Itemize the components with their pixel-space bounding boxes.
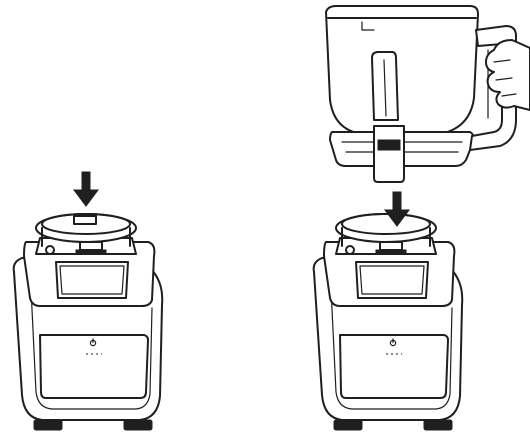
right-foot-2 <box>423 419 453 431</box>
right-foot-1 <box>333 419 363 431</box>
right-base-inner <box>329 267 453 410</box>
left-shoulder-window <box>55 261 129 299</box>
left-motor-base <box>12 241 164 431</box>
down-arrow-icon <box>73 171 99 207</box>
hand-icon <box>485 39 530 111</box>
left-foot-1 <box>33 419 63 431</box>
container-bowl <box>325 5 479 135</box>
down-arrow-icon <box>384 191 410 227</box>
power-icon <box>89 338 97 347</box>
right-control-panel <box>339 334 449 399</box>
container-coupling <box>373 125 405 183</box>
left-control-panel <box>39 334 149 399</box>
right-lid-coupling <box>335 213 437 255</box>
right-shoulder-window <box>355 261 429 299</box>
blender-container <box>325 5 479 183</box>
left-lid-coupling <box>35 213 137 255</box>
left-base-inner <box>29 267 153 410</box>
right-motor-base <box>312 241 464 431</box>
left-foot-2 <box>123 419 153 431</box>
power-icon <box>389 338 397 347</box>
